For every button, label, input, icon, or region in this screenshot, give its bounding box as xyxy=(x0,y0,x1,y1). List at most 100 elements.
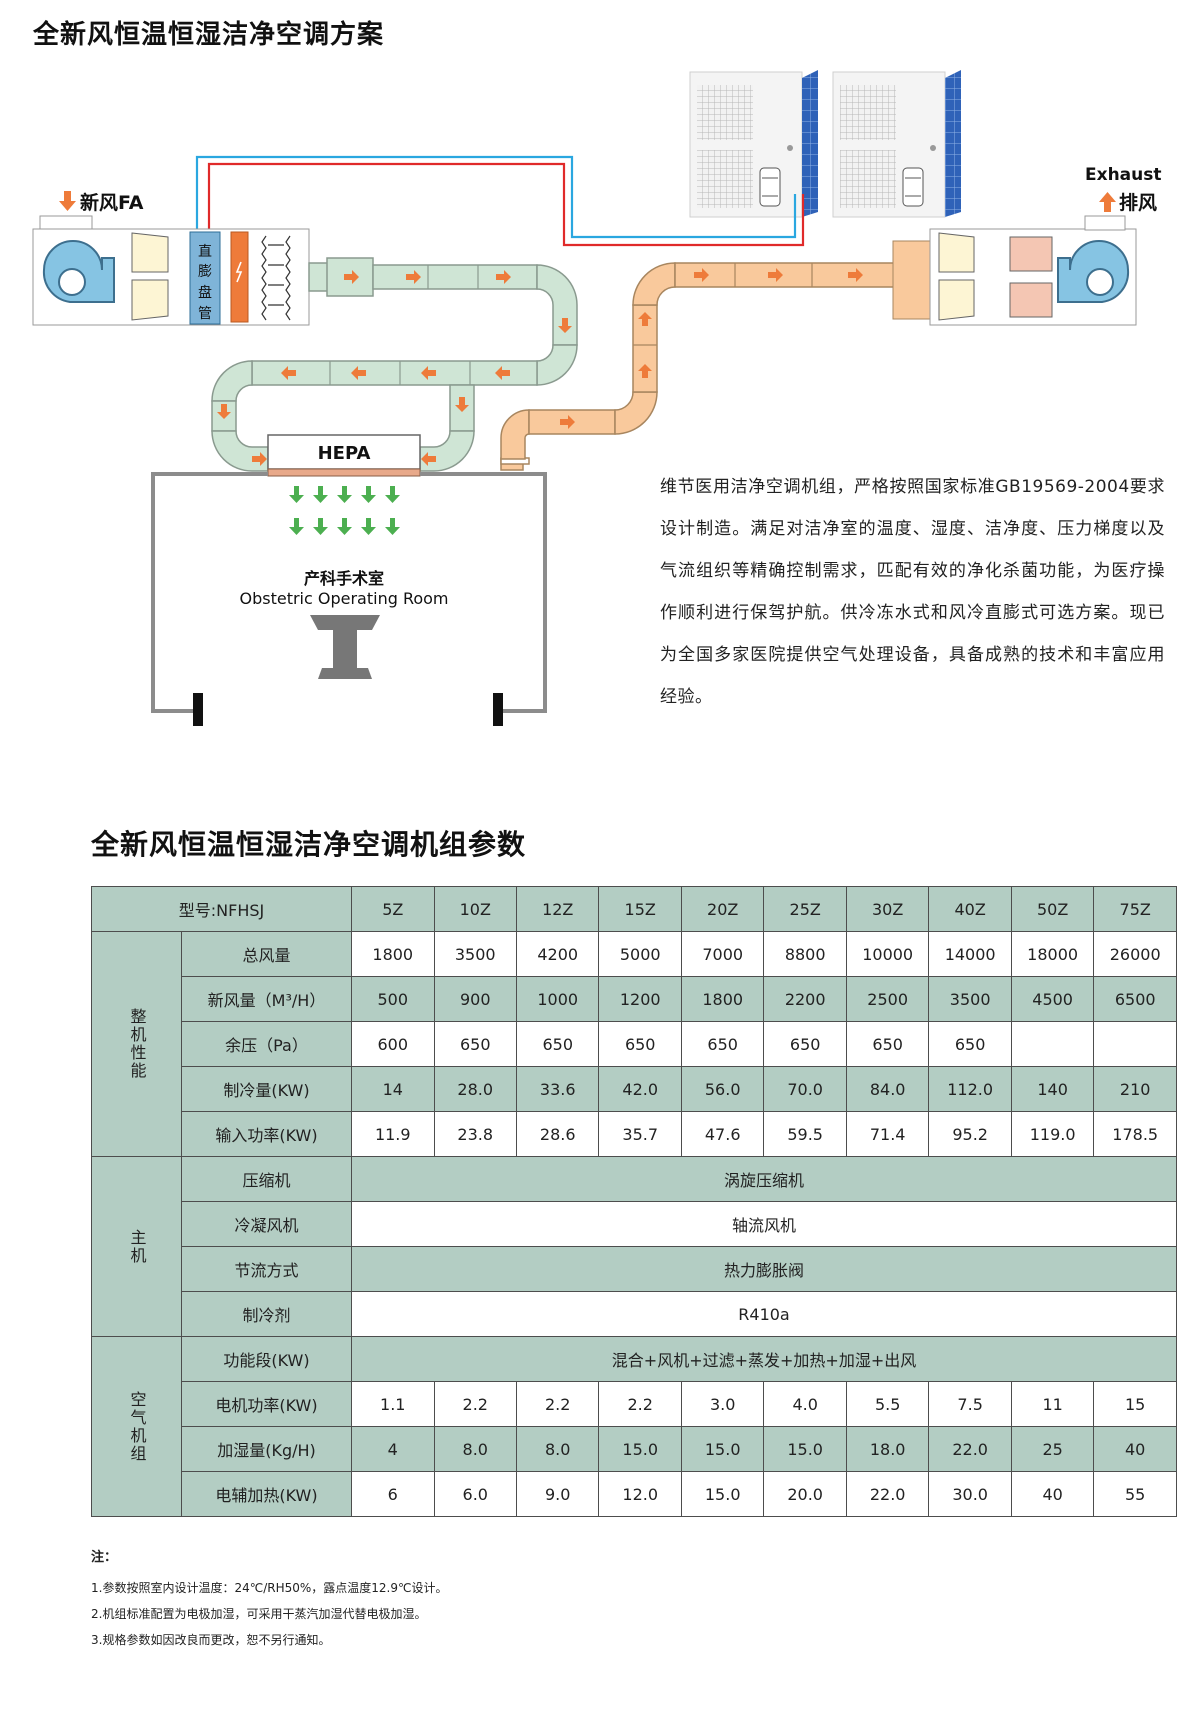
table-row: 空气机组功能段(KW)混合+风机+过滤+蒸发+加热+加湿+出风 xyxy=(91,1336,1177,1517)
row-label-cell: 加湿量(Kg/H) xyxy=(180,1426,353,1472)
model-header-cell: 10Z xyxy=(433,886,517,932)
up-arrow-icon xyxy=(1099,192,1116,212)
value-cell: 56.0 xyxy=(680,1066,765,1112)
model-header-cell: 15Z xyxy=(598,886,682,932)
value-cell: 35.7 xyxy=(598,1111,682,1157)
merged-value-cell: 混合+风机+过滤+蒸发+加热+加湿+出风 xyxy=(351,1336,1177,1382)
group-name-cell: 整机性能 xyxy=(91,931,182,1157)
fan-icon xyxy=(42,240,115,303)
exhaust-cn-text: 排风 xyxy=(1119,191,1157,214)
notes: 注： 1.参数按照室内设计温度：24℃/RH50%，露点温度12.9℃设计。 2… xyxy=(91,1545,447,1653)
value-cell: 6 xyxy=(351,1471,435,1517)
value-cell: 1200 xyxy=(598,976,682,1022)
value-cell: 8800 xyxy=(763,931,847,977)
value-cell: 4500 xyxy=(1010,976,1095,1022)
table-row: 主机压缩机涡旋压缩机 xyxy=(91,1156,1177,1337)
value-cell: 5000 xyxy=(598,931,682,977)
value-cell: 2.2 xyxy=(433,1381,517,1427)
value-cell: 33.6 xyxy=(515,1066,600,1112)
value-cell: 10000 xyxy=(845,931,930,977)
note-item: 2.机组标准配置为电极加湿，可采用干蒸汽加湿代替电极加湿。 xyxy=(91,1607,427,1621)
value-cell: 3.0 xyxy=(680,1381,765,1427)
value-cell: 28.6 xyxy=(515,1111,600,1157)
row-label-cell: 制冷量(KW) xyxy=(180,1066,353,1112)
value-cell: 15.0 xyxy=(763,1426,847,1472)
airflow-diagram: 新风FA 直 膨 盘 管 xyxy=(32,70,1162,726)
exhaust-duct-joints xyxy=(633,263,813,346)
humidifier-section xyxy=(261,235,291,321)
value-cell: 26000 xyxy=(1093,931,1177,977)
fresh-air-unit: 直 膨 盘 管 xyxy=(32,215,310,326)
value-cell: 650 xyxy=(433,1021,517,1067)
value-cell: 2500 xyxy=(845,976,930,1022)
value-cell: 18.0 xyxy=(845,1426,930,1472)
value-cell: 30.0 xyxy=(928,1471,1012,1517)
outdoor-unit-2 xyxy=(832,70,961,218)
down-arrow-icon xyxy=(59,191,76,211)
model-label-cell: 型号:NFHSJ xyxy=(90,886,353,932)
exhaust-flow-arrows xyxy=(560,268,863,429)
room-name-cn: 产科手术室 xyxy=(304,569,384,588)
merged-value-cell: 轴流风机 xyxy=(351,1201,1177,1247)
value-cell: 650 xyxy=(598,1021,682,1067)
note-item: 1.参数按照室内设计温度：24℃/RH50%，露点温度12.9℃设计。 xyxy=(91,1581,448,1595)
value-cell xyxy=(1010,1021,1095,1067)
compressor-icon-1 xyxy=(759,167,781,207)
value-cell: 95.2 xyxy=(928,1111,1012,1157)
model-header-cell: 50Z xyxy=(1010,886,1095,932)
value-cell: 18000 xyxy=(1010,931,1095,977)
value-cell: 1.1 xyxy=(351,1381,435,1427)
exhaust-fan-icon xyxy=(1057,240,1130,303)
value-cell: 15.0 xyxy=(680,1471,765,1517)
value-cell: 8.0 xyxy=(515,1426,600,1472)
row-label-cell: 新风量（M³/H） xyxy=(180,976,353,1022)
value-cell: 650 xyxy=(680,1021,765,1067)
row-label-cell: 电机功率(KW) xyxy=(180,1381,353,1427)
supply-flow-arrows xyxy=(217,270,572,466)
value-cell: 71.4 xyxy=(845,1111,930,1157)
value-cell: 40 xyxy=(1010,1471,1095,1517)
value-cell: 15.0 xyxy=(598,1426,682,1472)
value-cell: 23.8 xyxy=(433,1111,517,1157)
value-cell: 47.6 xyxy=(680,1111,765,1157)
value-cell: 119.0 xyxy=(1010,1111,1095,1157)
value-cell: 15.0 xyxy=(680,1426,765,1472)
row-label-cell: 电辅加热(KW) xyxy=(180,1471,353,1517)
table-row: 冷凝风机轴流风机 xyxy=(92,1201,1177,1247)
door-right xyxy=(493,693,503,726)
value-cell: 1800 xyxy=(351,931,435,977)
value-cell: 210 xyxy=(1093,1066,1177,1112)
model-header-cell: 30Z xyxy=(845,886,930,932)
group-name-cell: 主机 xyxy=(91,1156,182,1337)
outdoor-unit-1 xyxy=(689,70,818,218)
value-cell: 4 xyxy=(351,1426,435,1472)
value-cell: 2.2 xyxy=(515,1381,600,1427)
table-row: 节流方式热力膨胀阀 xyxy=(92,1246,1177,1292)
refrigerant-line-red xyxy=(207,162,805,247)
model-header-cell: 75Z xyxy=(1093,886,1177,932)
value-cell: 500 xyxy=(351,976,435,1022)
value-cell: 12.0 xyxy=(598,1471,682,1517)
value-cell: 15 xyxy=(1093,1381,1177,1427)
svg-text:盘: 盘 xyxy=(198,284,212,301)
value-cell: 7.5 xyxy=(928,1381,1012,1427)
table-title: 全新风恒温恒湿洁净空调机组参数 xyxy=(91,828,527,861)
row-label-cell: 输入功率(KW) xyxy=(180,1111,353,1157)
row-label-cell: 冷凝风机 xyxy=(180,1201,353,1247)
value-cell: 7000 xyxy=(680,931,765,977)
exhaust-en-text: Exhaust xyxy=(1085,165,1162,185)
value-cell: 11.9 xyxy=(351,1111,435,1157)
merged-value-cell: 热力膨胀阀 xyxy=(351,1246,1177,1292)
room-name-en: Obstetric Operating Room xyxy=(239,589,448,608)
description-text: 维节医用洁净空调机组，严格按照国家标准GB19569-2004要求设计制造。满足… xyxy=(660,477,1165,707)
operating-room-walls xyxy=(151,472,547,713)
merged-value-cell: R410a xyxy=(351,1291,1177,1337)
